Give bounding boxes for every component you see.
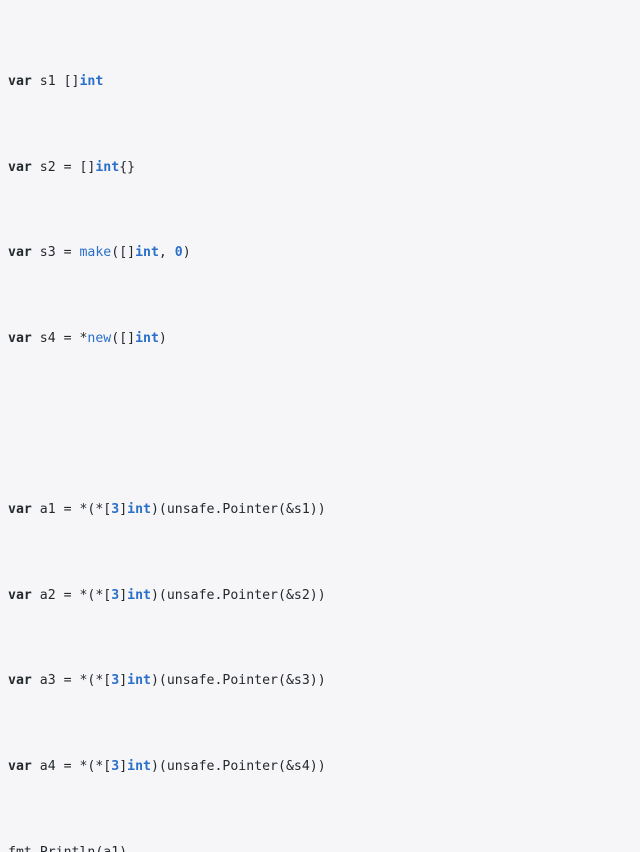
- array-size: 3: [111, 502, 120, 518]
- code-line-var-a1: var a1 = *(*[3]int)(unsafe.Pointer(&s1)): [8, 499, 640, 520]
- code-line-var-a4: var a4 = *(*[3]int)(unsafe.Pointer(&s4)): [8, 756, 640, 777]
- slice-brackets: []: [79, 159, 96, 175]
- array-size: 3: [111, 759, 120, 775]
- code-line-var-a3: var a3 = *(*[3]int)(unsafe.Pointer(&s3)): [8, 670, 640, 691]
- type-int: int: [127, 673, 151, 689]
- slice-brackets: []: [119, 331, 136, 347]
- paren-open: (: [111, 331, 120, 347]
- identifier-s1: s1: [31, 74, 64, 90]
- type-int: int: [127, 502, 151, 518]
- unsafe-pointer-expr: )(unsafe.Pointer(&s3)): [150, 673, 326, 689]
- code-surface: var s1 []int var s2 = []int{} var s3 = m…: [8, 74, 326, 852]
- type-int: int: [127, 587, 151, 603]
- code-line-var-s1: var s1 []int: [8, 71, 640, 92]
- type-int: int: [135, 245, 159, 261]
- type-int: int: [135, 331, 159, 347]
- println-call: fmt.Println(a1): [8, 845, 127, 852]
- keyword-var: var: [8, 502, 32, 518]
- code-line-var-s4: var s4 = *new([]int): [8, 328, 640, 349]
- keyword-var: var: [8, 587, 32, 603]
- identifier-s3: s3 =: [31, 245, 80, 261]
- array-size: 3: [111, 587, 120, 603]
- builtin-new: new: [87, 331, 112, 347]
- type-int: int: [127, 759, 151, 775]
- paren-open: (: [111, 245, 120, 261]
- unsafe-pointer-expr: )(unsafe.Pointer(&s4)): [150, 759, 326, 775]
- code-line-var-s3: var s3 = make([]int, 0): [8, 242, 640, 263]
- keyword-var: var: [8, 331, 32, 347]
- blank-line: [8, 414, 640, 435]
- line-tail: ): [182, 245, 191, 261]
- keyword-var: var: [8, 159, 32, 175]
- bracket-close: ]: [119, 759, 128, 775]
- cast-prefix: a1 = *(*[: [31, 502, 112, 518]
- unsafe-pointer-expr: )(unsafe.Pointer(&s1)): [150, 502, 326, 518]
- bracket-close: ]: [119, 673, 128, 689]
- bracket-close: ]: [119, 587, 128, 603]
- array-size: 3: [111, 673, 120, 689]
- keyword-var: var: [8, 759, 32, 775]
- code-line-var-s2: var s2 = []int{}: [8, 157, 640, 178]
- identifier-s4: s4 = *: [31, 331, 88, 347]
- unsafe-pointer-expr: )(unsafe.Pointer(&s2)): [150, 587, 326, 603]
- keyword-var: var: [8, 245, 32, 261]
- cast-prefix: a4 = *(*[: [31, 759, 112, 775]
- type-int: int: [95, 159, 120, 175]
- cast-prefix: a3 = *(*[: [31, 673, 112, 689]
- line-tail: ): [158, 331, 167, 347]
- builtin-make: make: [79, 245, 112, 261]
- arg-separator: ,: [158, 245, 175, 261]
- cast-prefix: a2 = *(*[: [31, 587, 112, 603]
- slice-brackets: []: [119, 245, 136, 261]
- line-tail: {}: [119, 159, 136, 175]
- type-int: int: [79, 74, 104, 90]
- code-line-var-a2: var a2 = *(*[3]int)(unsafe.Pointer(&s2)): [8, 585, 640, 606]
- bracket-close: ]: [119, 502, 128, 518]
- slice-brackets: []: [63, 74, 80, 90]
- identifier-s2: s2 =: [31, 159, 80, 175]
- keyword-var: var: [8, 74, 32, 90]
- keyword-var: var: [8, 673, 32, 689]
- number-literal: 0: [174, 245, 183, 261]
- code-line-println-a1: fmt.Println(a1): [8, 842, 640, 852]
